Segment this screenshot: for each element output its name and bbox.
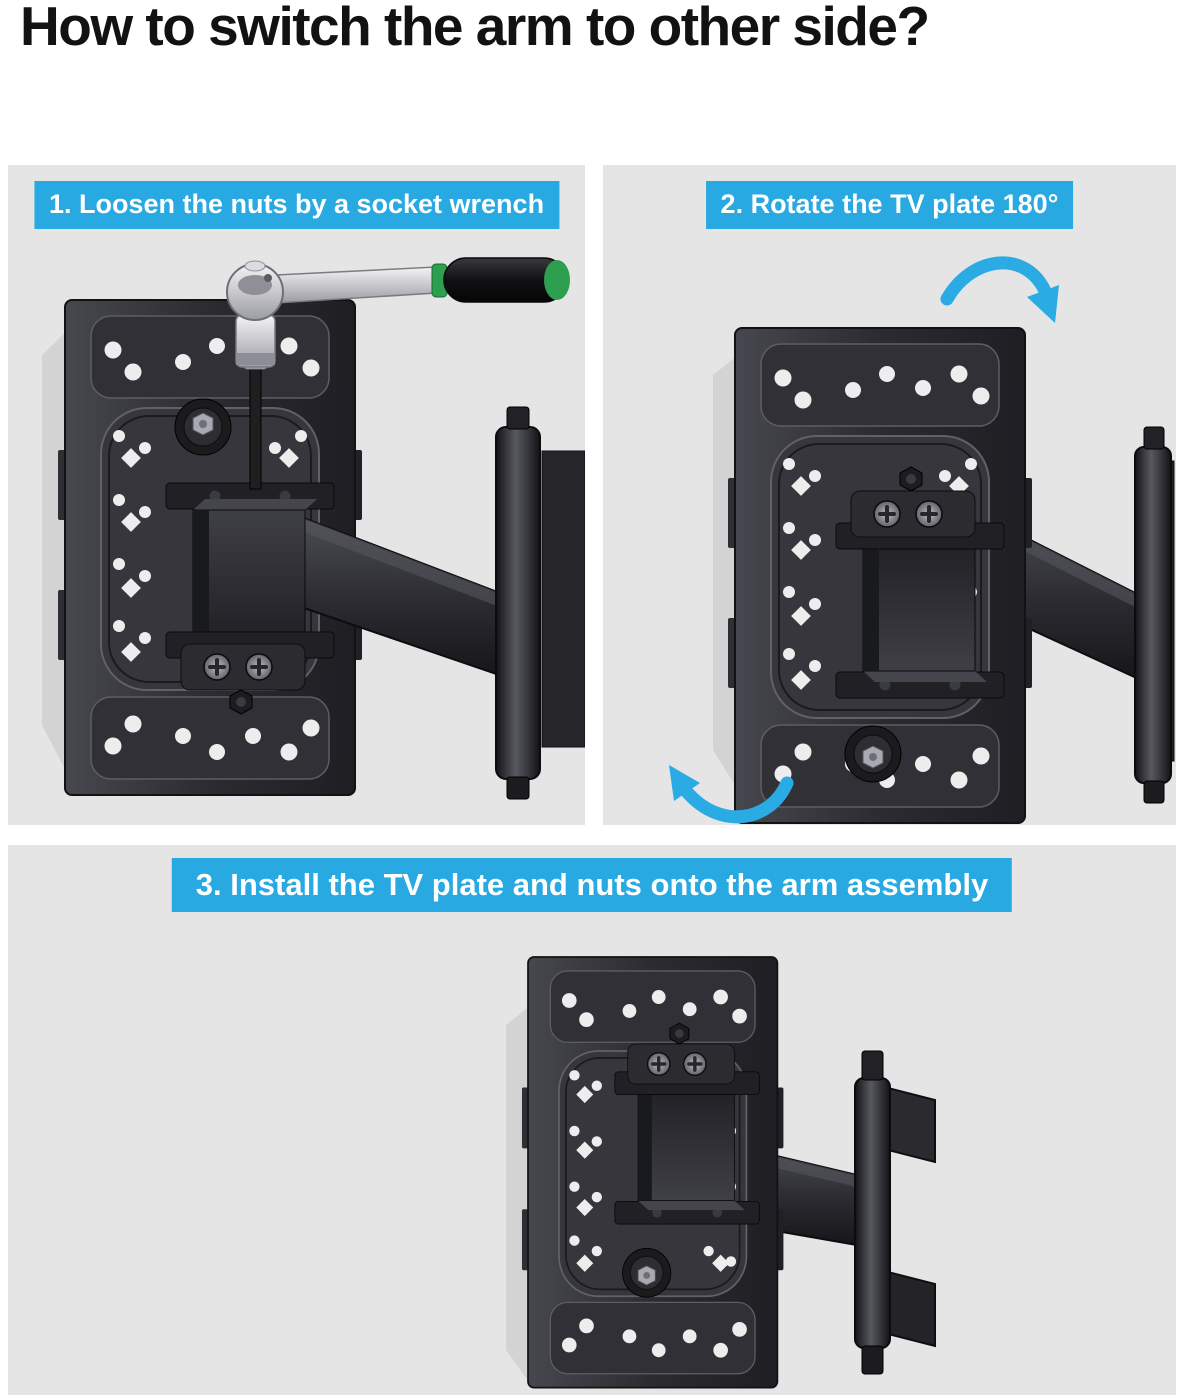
arm-assembly — [300, 406, 585, 800]
tv-plate — [506, 956, 785, 1389]
step-1-banner: 1. Loosen the nuts by a socket wrench — [33, 181, 560, 229]
step-2-banner: 2. Rotate the TV plate 180° — [705, 181, 1074, 229]
step-3-illustration — [506, 956, 936, 1389]
step-1-panel: 1. Loosen the nuts by a socket wrench — [8, 165, 585, 825]
rotate-clockwise-arrow-icon — [940, 256, 1059, 323]
rotate-counterclockwise-arrow-icon — [669, 765, 794, 824]
step-3-panel: 3. Install the TV plate and nuts onto th… — [8, 845, 1176, 1395]
step-3-banner: 3. Install the TV plate and nuts onto th… — [171, 858, 1013, 912]
step-2-illustration — [669, 256, 1175, 824]
arm-assembly — [729, 1050, 936, 1375]
step-2-panel: 2. Rotate the TV plate 180° — [603, 165, 1176, 825]
step-1-illustration — [42, 257, 585, 800]
page-title: How to switch the arm to other side? — [20, 0, 930, 57]
tv-plate — [713, 327, 1033, 824]
socket-wrench-icon — [226, 257, 570, 490]
tv-plate — [42, 299, 363, 796]
